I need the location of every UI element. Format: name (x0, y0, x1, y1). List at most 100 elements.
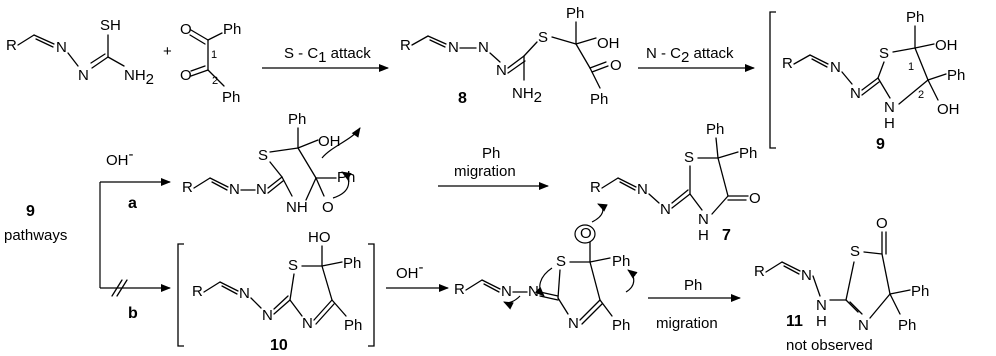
o-atom: O (180, 67, 192, 84)
h-atom: H (816, 313, 827, 330)
n-atom: N (801, 267, 812, 284)
ph-group: Ph (590, 91, 608, 108)
ph-group: Ph (288, 111, 306, 128)
o-anion: O (580, 225, 592, 242)
n-atom: N (302, 315, 313, 332)
n-atom: N (262, 307, 273, 324)
oh-group: OH (318, 133, 341, 150)
nh-group: N (698, 211, 709, 228)
compound-number-7: 7 (722, 227, 731, 244)
n-atom: N (660, 201, 671, 218)
ph-group: Ph (223, 21, 241, 38)
ph-group: Ph (337, 169, 355, 186)
n-atom: N (850, 85, 861, 102)
ph-migration-label: Ph (482, 145, 500, 162)
atom-number-1: 1 (211, 49, 217, 61)
oh-minus-label: OH- (396, 259, 424, 282)
oh-minus-label: OH- (106, 146, 134, 169)
s-c1-attack-arrow: S - C1 attack (262, 45, 389, 72)
ph-group: Ph (612, 317, 630, 334)
s-atom: S (258, 147, 268, 164)
pathway-branch: 9 pathways OH- a b (4, 146, 171, 322)
n-atom: N (496, 62, 507, 79)
intermediate-8: R N N N S NH2 Ph OH O Ph 8 (400, 5, 622, 108)
o-atom: O (180, 21, 192, 38)
nh2-group: NH2 (124, 67, 154, 88)
oh-group: OH (937, 101, 960, 118)
path-b-label: b (128, 305, 138, 322)
n-atom: N (858, 317, 869, 334)
sh-group: SH (100, 17, 121, 34)
r-label: R (454, 281, 465, 298)
s-atom: S (288, 257, 298, 274)
n-atom: N (229, 181, 240, 198)
ph-migration-arrow-bottom: Ph migration (648, 277, 741, 332)
oh-minus-arrow: OH- (386, 259, 449, 292)
ph-group: Ph (566, 5, 584, 22)
ph-group: Ph (612, 253, 630, 270)
h-atom: H (698, 227, 709, 244)
o-anion: O (322, 199, 334, 216)
s-atom: S (879, 45, 889, 62)
compound-10-bracketed: R N N S N HO Ph Ph 10 (177, 229, 375, 354)
alkoxide-intermediate-a: R N N S NH Ph OH Ph O (182, 111, 361, 216)
path-a-label: a (128, 195, 137, 212)
atom-number-1: 1 (908, 61, 914, 73)
r-label: R (6, 37, 17, 54)
n-atom: N (528, 283, 539, 300)
ph-migration-arrow-top: Ph migration (438, 145, 549, 190)
product-7: R N N S N H O Ph Ph 7 (590, 121, 761, 244)
s-atom: S (684, 149, 694, 166)
benzil-reactant: O Ph 1 O 2 Ph (180, 21, 241, 106)
o-atom: O (876, 215, 888, 232)
ph-group: Ph (911, 283, 929, 300)
compound-number-9: 9 (876, 136, 885, 153)
oh-group: OH (935, 37, 958, 54)
compound-9-pathways: 9 (26, 203, 35, 220)
alkoxide-intermediate-b: R N N S N O Ph Ph (454, 203, 638, 334)
nh-group: NH (286, 199, 308, 216)
n-atom: N (501, 283, 512, 300)
n-c2-attack-label: N - C2 attack (646, 45, 734, 66)
n-atom: N (78, 67, 89, 84)
r-label: R (192, 283, 203, 300)
n-atom: N (637, 181, 648, 198)
r-label: R (782, 55, 793, 72)
oh-group: OH (597, 35, 620, 52)
s-atom: S (850, 243, 860, 260)
nh-group: N (816, 297, 827, 314)
atom-number-2: 2 (212, 75, 218, 87)
r-label: R (182, 179, 193, 196)
s-atom: S (556, 253, 566, 270)
r-label: R (400, 37, 411, 54)
s-atom: S (538, 29, 548, 46)
compound-number-8: 8 (458, 90, 467, 107)
product-11-not-observed: R N N H S N O Ph Ph 11 not observed (754, 215, 929, 354)
ph-group: Ph (906, 9, 924, 26)
nh2-group: NH2 (512, 85, 542, 106)
n-c2-attack-arrow: N - C2 attack (638, 45, 755, 72)
r-label: R (590, 179, 601, 196)
n-atom: N (568, 315, 579, 332)
n-atom: N (478, 39, 489, 56)
o-atom: O (749, 190, 761, 207)
ph-group: Ph (343, 255, 361, 272)
n-atom: N (448, 39, 459, 56)
n-atom: N (830, 59, 841, 76)
r-label: R (754, 263, 765, 280)
ho-group: HO (308, 229, 331, 246)
ph-migration-label: migration (656, 315, 718, 332)
pathways-label: pathways (4, 227, 67, 244)
ph-group: Ph (947, 67, 965, 84)
ph-group: Ph (222, 89, 240, 106)
thiosemicarbazone-reactant: R N N SH NH2 (6, 17, 154, 88)
ph-migration-label: migration (454, 163, 516, 180)
compound-number-10: 10 (270, 337, 288, 354)
not-observed-label: not observed (786, 337, 873, 354)
n-atom: N (239, 285, 250, 302)
n-atom: N (56, 39, 67, 56)
n-atom: N (256, 181, 267, 198)
ph-group: Ph (739, 145, 757, 162)
s-c1-attack-label: S - C1 attack (284, 45, 371, 66)
